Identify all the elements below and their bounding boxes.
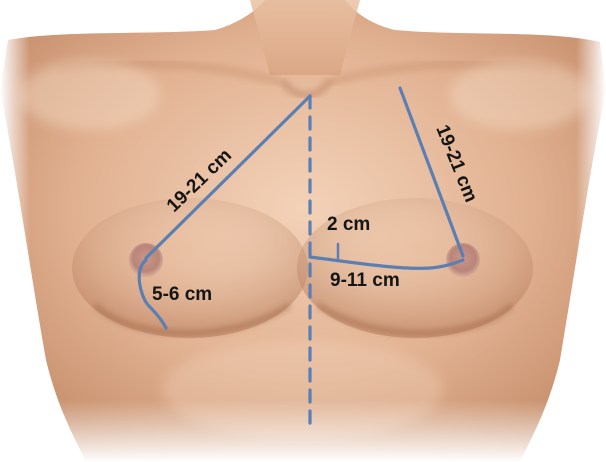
label-midline-to-nipple: 9-11 cm <box>330 270 400 291</box>
right-fade <box>576 0 606 462</box>
shoulder-highlight-right <box>20 60 160 130</box>
left-fade <box>0 0 30 462</box>
bottom-fade <box>0 400 606 462</box>
label-midline-offset: 2 cm <box>327 214 370 235</box>
label-nipple-to-fold: 5-6 cm <box>152 284 212 305</box>
shoulder-highlight-left <box>450 60 590 130</box>
